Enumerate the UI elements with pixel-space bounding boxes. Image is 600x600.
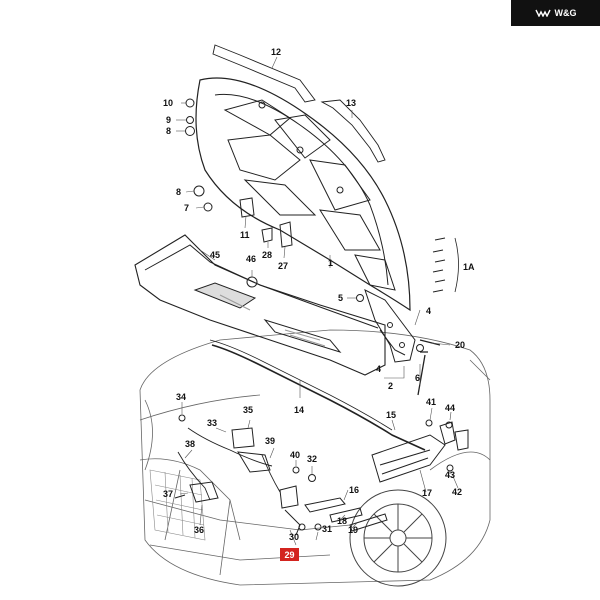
front-grille: [149, 469, 206, 541]
callout-32: 32: [307, 454, 317, 464]
callout-19: 19: [348, 525, 358, 535]
brand-name: W&G: [554, 8, 577, 18]
cable-part-38: [177, 451, 211, 501]
callout-4a: 4: [426, 306, 431, 316]
callout-44: 44: [445, 403, 455, 413]
seal-part-13: [320, 99, 386, 163]
callout-43: 43: [445, 470, 455, 480]
release-cable-part-14: [211, 344, 426, 451]
callout-1A: 1A: [463, 262, 475, 272]
latch-part-36: [174, 481, 219, 503]
callout-4b: 4: [376, 364, 381, 374]
callout-10: 10: [163, 98, 173, 108]
trim-part-19: [349, 513, 388, 532]
callout-8b: 8: [176, 187, 181, 197]
trim-part-18: [329, 507, 363, 523]
callout-20: 20: [455, 340, 465, 350]
callout-31: 31: [322, 524, 332, 534]
callout-12: 12: [271, 47, 281, 57]
callout-33: 33: [207, 418, 217, 428]
callout-27: 27: [278, 261, 288, 271]
callout-35: 35: [243, 405, 253, 415]
brand-badge: W&G: [511, 0, 600, 26]
callout-36: 36: [194, 525, 204, 535]
callout-18: 18: [337, 516, 347, 526]
hood-hinge-part-2: [364, 289, 416, 363]
callout-46: 46: [246, 254, 256, 264]
callout-8a: 8: [166, 126, 171, 136]
callout-38: 38: [185, 439, 195, 449]
highlighted-part-29: 29: [280, 548, 299, 561]
gas-strut-part-20: [417, 339, 441, 396]
cable-part-33: [187, 427, 273, 467]
callout-1: 1: [328, 258, 333, 268]
hood-latch-part-35: [231, 427, 271, 473]
callout-16: 16: [349, 485, 359, 495]
seal-part-12: [212, 44, 316, 103]
car-body-outline: [139, 329, 491, 586]
callout-2: 2: [388, 381, 393, 391]
water-channel-part-17: [371, 434, 446, 483]
callout-11: 11: [240, 230, 250, 240]
callout-5: 5: [338, 293, 343, 303]
callout-6: 6: [415, 373, 420, 383]
callout-14: 14: [294, 405, 304, 415]
hood-panel: [195, 77, 411, 312]
fastener-parts: [178, 98, 469, 536]
front-wheel: [349, 489, 447, 587]
callout-28: 28: [262, 250, 272, 260]
callout-34: 34: [176, 392, 186, 402]
callout-41: 41: [426, 397, 436, 407]
wings-logo-icon: [534, 9, 551, 17]
callout-9: 9: [166, 115, 171, 125]
trim-part-16: [304, 497, 346, 513]
callout-30: 30: [289, 532, 299, 542]
callout-7: 7: [184, 203, 189, 213]
cable-part-39: [261, 454, 281, 493]
cowl-panel-part-45: [134, 234, 386, 376]
callout-17: 17: [422, 488, 432, 498]
leader-lines: [176, 56, 459, 546]
callout-45: 45: [210, 250, 220, 260]
callout-39: 39: [265, 436, 275, 446]
callout-40: 40: [290, 450, 300, 460]
callout-13: 13: [346, 98, 356, 108]
callout-42: 42: [452, 487, 462, 497]
callout-37: 37: [163, 489, 173, 499]
callout-labels: 12 13 10 9 8 8 7 11 28 27 46 45 1 1A 5 4…: [163, 47, 475, 542]
bolt-set-part-1a: [432, 237, 459, 293]
callout-15: 15: [386, 410, 396, 420]
